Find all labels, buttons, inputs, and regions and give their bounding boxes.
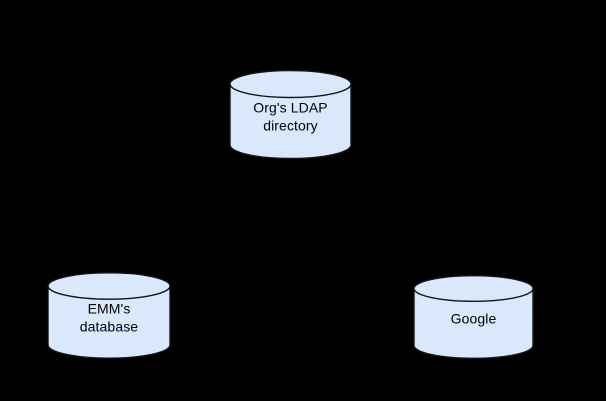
cylinder-icon <box>47 272 171 359</box>
database-node-emm[interactable]: EMM's database <box>47 272 171 359</box>
cylinder-icon <box>229 69 352 160</box>
database-node-ldap[interactable]: Org's LDAP directory <box>229 69 352 160</box>
database-node-google[interactable]: Google <box>413 274 534 359</box>
cylinder-icon <box>413 274 534 359</box>
